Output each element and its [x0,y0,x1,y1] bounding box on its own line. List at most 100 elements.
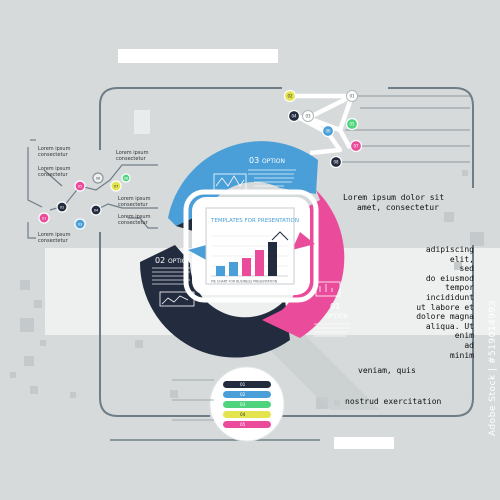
segment-02-label: OPTION [168,258,191,265]
network-node-number: 07 [353,144,359,149]
left-node-yellow [110,180,122,192]
left-label: Lorem ipsum [38,166,71,172]
mini-bar [216,266,225,276]
wheel-shadow [250,330,380,410]
lorem-nostrud: nostrud exercitation [345,397,442,406]
lorem-heading-line-1: Lorem ipsum dolor sit [343,193,445,202]
network-node-number: 06 [325,129,331,134]
segment-labels: 03 OPTION 02 OPTION 01 OPTION [155,156,348,320]
left-node-navy-b [90,204,102,216]
left-label: Lorem ipsum [38,146,71,152]
lorem-veniam: veniam, quis [358,366,416,375]
lorem-column-line: enim [454,331,474,341]
segment-02-number: 02 [155,256,165,265]
lorem-column-line: aliqua. Ut [425,321,474,331]
network-node-01 [346,90,358,102]
network-node-number: 05 [349,122,355,127]
left-node-white [92,172,104,184]
mini-bar-trend-arrow [271,231,289,241]
left-label: consectetur [118,202,148,208]
network-node-07 [349,139,363,153]
mini-bar-chart [216,231,289,276]
list-number: 02 [240,392,246,397]
left-flow-nodes [38,172,131,230]
left-node-green [121,173,131,183]
lorem-column-line: incididunt [425,293,474,302]
network-node-03 [302,110,314,122]
left-label: consectetur [118,220,148,226]
segment-03-number: 03 [249,156,259,165]
segment-03-label: OPTION [262,158,285,165]
segment-02-navy [139,245,290,358]
left-node-number: 08 [124,177,129,181]
segment-filler-lines [152,169,350,337]
network-node-02 [283,89,297,103]
left-placeholder-bar [134,110,150,134]
left-node-number: 02 [60,206,65,210]
center-caption: PIE CHART FOR BUSINESS PRESENTATION [211,280,278,284]
inner-panel-ring [183,189,319,303]
lorem-column-line: tempor [445,283,474,293]
list-number: 05 [240,422,246,427]
segment-01-number: 01 [330,302,340,311]
frame-lines [99,87,474,441]
top-right-network [283,89,470,169]
lorem-column-line: minim [449,350,474,360]
left-label: Lorem ipsum [118,196,151,202]
left-label: consectetur [116,156,146,162]
network-node-06 [321,124,335,138]
left-node-blue [74,218,86,230]
mini-bar [268,242,277,276]
list-number: 03 [240,402,246,407]
left-label: Lorem ipsum [116,150,149,156]
mini-bar [229,262,238,276]
list-number: 01 [240,382,246,387]
left-node-pink-b [74,180,86,192]
lorem-column-line: ut labore et [416,302,474,312]
segment-mini-charts [159,173,341,307]
network-node-number: 01 [349,94,355,99]
bottom-circle-numbers: 01 02 03 04 05 [240,382,246,427]
network-node-number: 02 [287,94,293,99]
lorem-column-line: ad [464,341,474,350]
network-node-number: 08 [333,160,339,165]
lorem-heading-line-2: amet, consectetur [357,203,439,212]
left-node-number: 06 [96,177,101,181]
center-chart-card: TEMPLATES FOR PRESENTATION PIE CHART FOR… [205,207,299,285]
center-title: TEMPLATES FOR PRESENTATION [210,218,299,224]
network-node-number: 03 [305,114,311,119]
lorem-column-line: do eiusmod [425,273,474,283]
bottom-placeholder-bar [334,437,394,449]
mini-bar [242,258,251,276]
left-label: consectetur [38,238,68,244]
left-label: Lorem ipsum [118,214,151,220]
mini-bar [255,250,264,276]
left-label: consectetur [38,172,68,178]
lorem-column-line: sed [459,264,474,274]
lorem-column-line: adipiscing [425,245,474,254]
segment-01-label: OPTION [325,313,348,320]
network-node-08 [329,155,343,169]
network-node-05 [345,117,359,131]
bottom-circle-list [172,366,285,442]
network-node-numbers: 01 02 03 04 05 06 07 08 [287,94,359,165]
list-number: 04 [240,412,246,417]
lorem-column-line: elit, [449,254,474,264]
title-placeholder-bar [118,49,278,63]
left-node-number: 07 [114,185,119,189]
network-node-04 [287,109,301,123]
left-label: consectetur [38,152,68,158]
network-node-number: 04 [291,114,297,119]
left-node-number: 01 [42,217,47,221]
network-white-path [290,93,355,156]
left-node-pink [38,212,50,224]
left-label: Lorem ipsum [38,232,71,238]
left-node-number: 04 [94,209,99,213]
decorative-squares [10,170,484,409]
left-node-navy-a [56,201,68,213]
left-node-number: 03 [78,223,83,227]
left-node-number: 05 [78,185,83,189]
left-flow-node-numbers: 01 02 03 04 05 06 07 08 [42,177,129,227]
lorem-column-line: dolore magna [416,312,474,322]
